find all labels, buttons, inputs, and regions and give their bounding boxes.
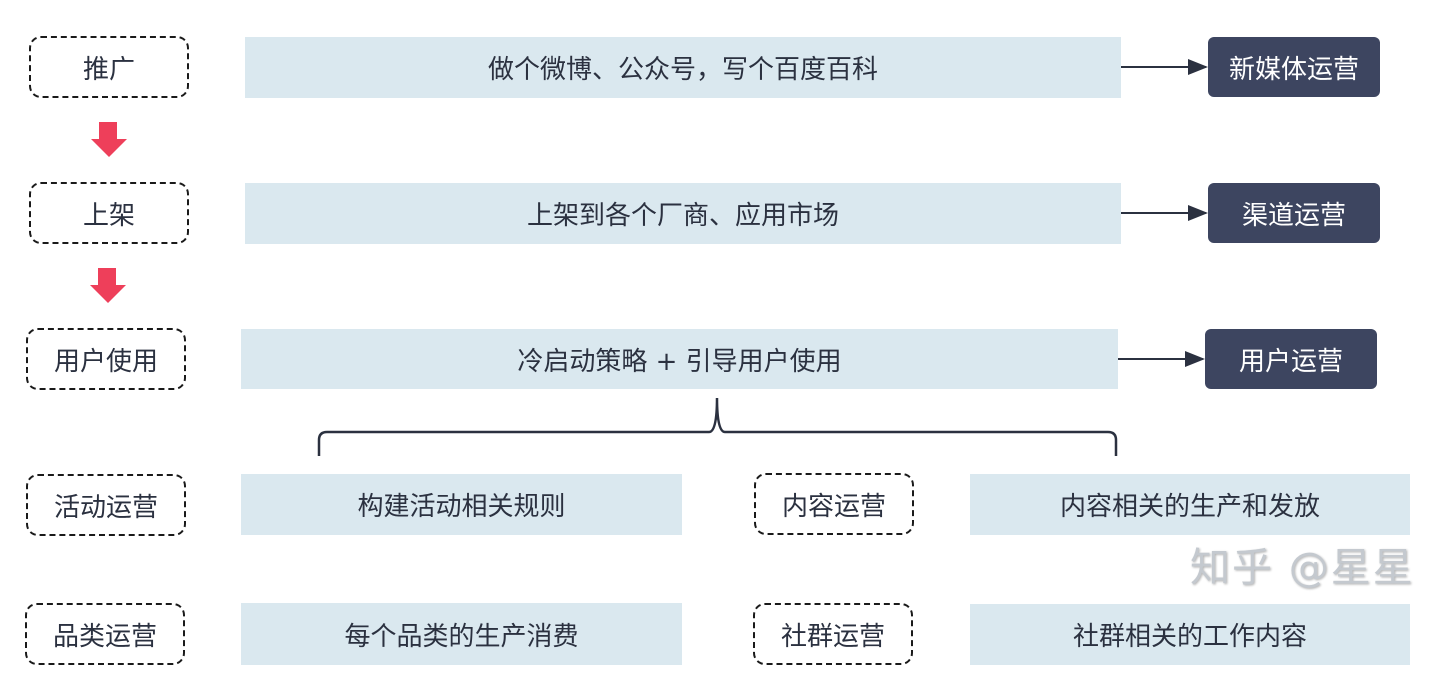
step-user-usage: 用户使用 xyxy=(26,328,186,390)
brace xyxy=(317,397,1118,456)
step-promote-description: 做个微博、公众号，写个百度百科 xyxy=(245,37,1121,98)
down-arrow-icon xyxy=(91,122,127,157)
role-channel: 渠道运营 xyxy=(1208,183,1380,243)
branch-activity-description: 构建活动相关规则 xyxy=(241,474,682,535)
step-promote: 推广 xyxy=(29,36,189,98)
step-user-usage-description: 冷启动策略 + 引导用户使用 xyxy=(241,329,1118,389)
step-listing-description: 上架到各个厂商、应用市场 xyxy=(245,183,1121,244)
down-arrow-icon xyxy=(90,268,126,303)
branch-content: 内容运营 xyxy=(754,473,914,535)
step-listing: 上架 xyxy=(29,182,189,244)
branch-activity: 活动运营 xyxy=(26,474,186,536)
watermark: 知乎 @星星 xyxy=(1190,545,1415,591)
role-new-media: 新媒体运营 xyxy=(1208,37,1380,97)
branch-community: 社群运营 xyxy=(753,603,913,665)
branch-content-description: 内容相关的生产和发放 xyxy=(970,474,1410,535)
role-user: 用户运营 xyxy=(1205,329,1377,389)
branch-category-description: 每个品类的生产消费 xyxy=(241,603,682,665)
branch-community-description: 社群相关的工作内容 xyxy=(970,604,1410,665)
branch-category: 品类运营 xyxy=(25,603,185,665)
